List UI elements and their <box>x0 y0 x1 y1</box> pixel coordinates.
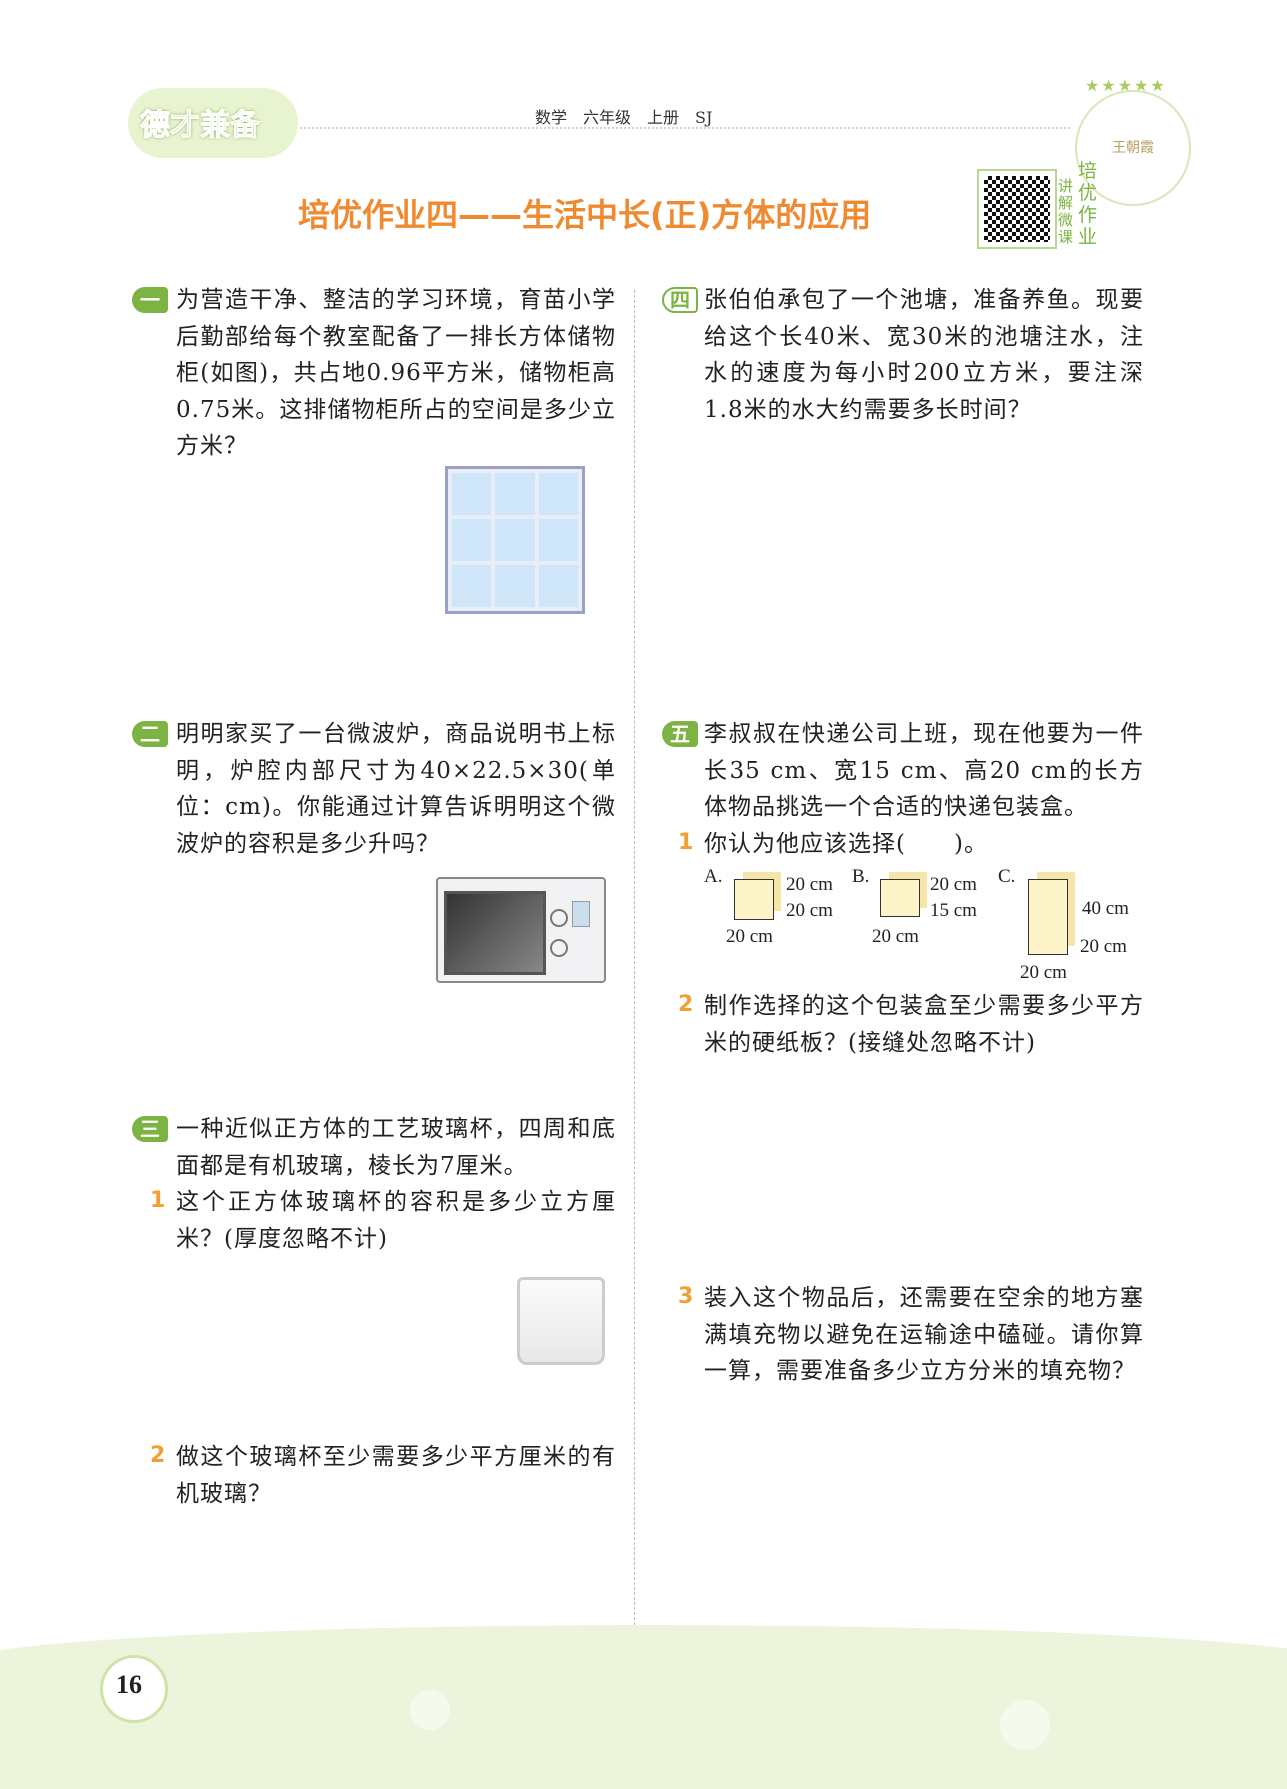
footer-bubble <box>410 1690 450 1730</box>
answer-options: A. 20 cm 20 cm 20 cm B. 20 cm 15 cm 20 c… <box>704 862 1144 988</box>
option-c-height: 40 cm <box>1082 898 1129 919</box>
option-a-height: 20 cm <box>786 874 833 895</box>
qr-label-right: 培优作业 <box>1078 160 1098 248</box>
page-title: 培优作业四——生活中长(正)方体的应用 <box>298 196 872 234</box>
sub-number-5-1: 1 <box>678 829 694 855</box>
page-number: 16 <box>116 1670 142 1699</box>
question-1-text: 为营造干净、整洁的学习环境，育苗小学后勤部给每个教室配备了一排长方体储物柜(如图… <box>176 287 616 459</box>
option-b-height: 20 cm <box>930 874 977 895</box>
question-5-text: 李叔叔在快递公司上班，现在他要为一件长35 cm、宽15 cm、高20 cm的长… <box>704 721 1144 820</box>
box-b <box>880 879 920 917</box>
question-badge-2: 二 <box>132 721 168 747</box>
page-number-circle <box>100 1655 168 1723</box>
question-3-1: 1 这个正方体玻璃杯的容积是多少立方厘米？(厚度忽略不计) <box>150 1184 616 1257</box>
question-3-text: 一种近似正方体的工艺玻璃杯，四周和底面都是有机玻璃，棱长为7厘米。 <box>176 1116 616 1179</box>
microwave-image <box>436 877 606 983</box>
option-b-label[interactable]: B. <box>852 866 870 887</box>
sub-number-5-3: 3 <box>678 1284 694 1309</box>
footer-band <box>0 1625 1287 1789</box>
seal-stars-icon: ★★★★★ <box>1085 76 1167 95</box>
box-a <box>734 879 774 920</box>
question-3-1-text: 这个正方体玻璃杯的容积是多少立方厘米？(厚度忽略不计) <box>176 1189 616 1252</box>
option-a-width: 20 cm <box>786 900 833 921</box>
header-subject: 数学 六年级 上册 SJ <box>535 108 713 127</box>
question-4-text: 张伯伯承包了一个池塘，准备养鱼。现要给这个长40米、宽30米的池塘注水，注水的速… <box>704 287 1144 423</box>
option-b-width: 15 cm <box>930 900 977 921</box>
box-c <box>1028 879 1068 955</box>
question-badge-4: 四 <box>662 287 698 313</box>
sub-number-3-2: 2 <box>150 1443 166 1468</box>
question-3-2-text: 做这个玻璃杯至少需要多少平方厘米的有机玻璃？ <box>176 1444 616 1507</box>
column-divider <box>634 290 635 1630</box>
question-2-text: 明明家买了一台微波炉，商品说明书上标明，炉腔内部尺寸为40×22.5×30(单位… <box>176 721 616 857</box>
storage-cabinet-image <box>445 466 585 614</box>
question-5-block: 李叔叔在快递公司上班，现在他要为一件长35 cm、宽15 cm、高20 cm的长… <box>678 716 1144 1061</box>
option-c-label[interactable]: C. <box>998 866 1016 887</box>
seal-logo: 王朝霞 <box>1075 90 1191 206</box>
question-badge-3: 三 <box>132 1116 168 1142</box>
option-b-length: 20 cm <box>872 926 919 947</box>
question-3-block: 一种近似正方体的工艺玻璃杯，四周和底面都是有机玻璃，棱长为7厘米。 1 这个正方… <box>150 1111 616 1257</box>
footer-bubble <box>1000 1700 1050 1750</box>
question-badge-1: 一 <box>132 287 168 313</box>
question-5-1-text: 你认为他应该选择( )。 <box>704 830 988 857</box>
option-c-width: 20 cm <box>1080 936 1127 957</box>
seal-text: 王朝霞 <box>1112 140 1154 156</box>
brand-logo: 德才兼备 <box>140 108 261 144</box>
question-5-2: 2 制作选择的这个包装盒至少需要多少平方米的硬纸板？(接缝处忽略不计) <box>678 988 1144 1061</box>
option-a-label[interactable]: A. <box>704 866 723 887</box>
option-a-length: 20 cm <box>726 926 773 947</box>
header-dotted-line <box>300 127 1070 129</box>
question-badge-5: 五 <box>662 721 698 747</box>
question-5-2-text: 制作选择的这个包装盒至少需要多少平方米的硬纸板？(接缝处忽略不计) <box>704 993 1144 1056</box>
option-c-length: 20 cm <box>1020 962 1067 983</box>
question-5-3-text: 装入这个物品后，还需要在空余的地方塞满填充物以避免在运输途中磕碰。请你算一算，需… <box>704 1285 1144 1384</box>
glass-cup-image <box>517 1277 605 1365</box>
sub-number-3-1: 1 <box>150 1188 166 1213</box>
qr-code[interactable] <box>977 169 1057 249</box>
question-5-1: 1 你认为他应该选择( )。 <box>678 826 1144 863</box>
qr-label-left: 讲解微课 <box>1058 177 1074 246</box>
sub-number-5-2: 2 <box>678 992 694 1017</box>
brand-cloud <box>128 88 298 158</box>
